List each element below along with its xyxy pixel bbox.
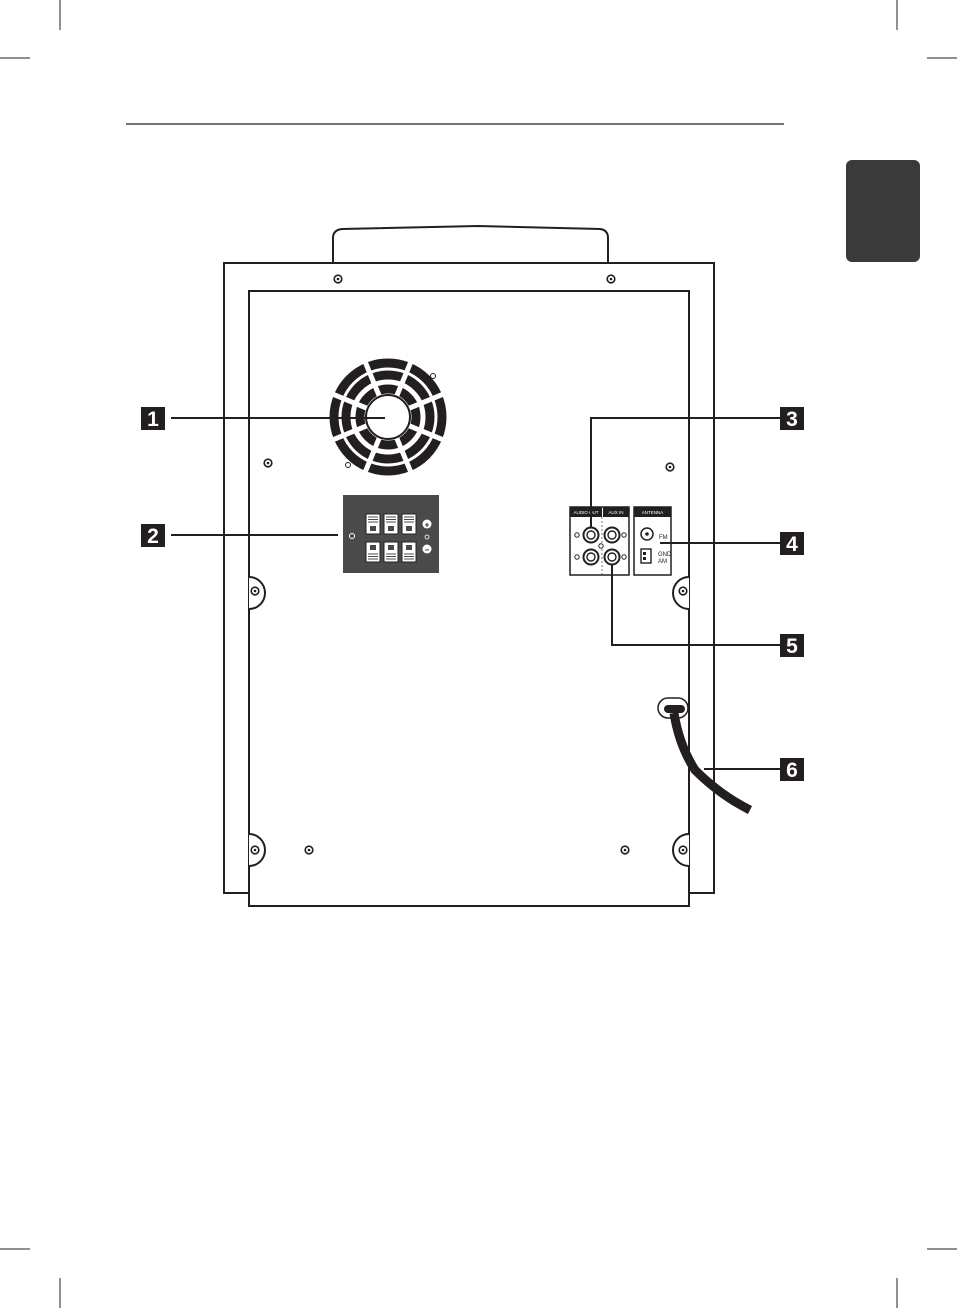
audio-out-label: AUDIO OUT (573, 510, 598, 515)
cabinet-back-panel (249, 291, 689, 906)
minus-sign: − (425, 546, 430, 555)
callout-2: 2 (141, 524, 165, 548)
callout-number: 1 (147, 408, 159, 431)
antenna-label: ANTENNA (642, 510, 664, 515)
clip-wire-hole (370, 545, 376, 550)
clip-wire-hole (388, 545, 394, 550)
clip-wire-hole (406, 545, 412, 550)
chapter-tab (846, 160, 920, 262)
callout-6: 6 (780, 758, 804, 782)
am-label: AM (658, 559, 667, 565)
callout-3: 3 (780, 407, 804, 431)
fm-label: FM (659, 535, 668, 541)
audio-jack-panel: AUDIO OUT AUX IN (570, 507, 629, 575)
callout-number: 4 (786, 533, 798, 556)
antenna-terminals[interactable]: ANTENNA FM GND AM (634, 507, 672, 575)
callout-1: 1 (141, 407, 165, 431)
callout-5: 5 (780, 634, 804, 658)
aux-in-label: AUX IN (608, 510, 623, 515)
callout-number: 2 (147, 525, 159, 548)
plus-sign: + (425, 521, 430, 530)
gnd-label: GND (658, 552, 672, 558)
unit-handle (333, 226, 608, 263)
callout-number: 3 (786, 408, 798, 431)
clip-wire-hole (370, 526, 376, 531)
callout-number: 6 (786, 759, 798, 782)
callout-number: 5 (786, 635, 798, 658)
clip-wire-hole (388, 526, 394, 531)
callout-4: 4 (780, 532, 804, 556)
clip-wire-hole (406, 526, 412, 531)
speaker-terminals[interactable]: + − (343, 495, 439, 573)
